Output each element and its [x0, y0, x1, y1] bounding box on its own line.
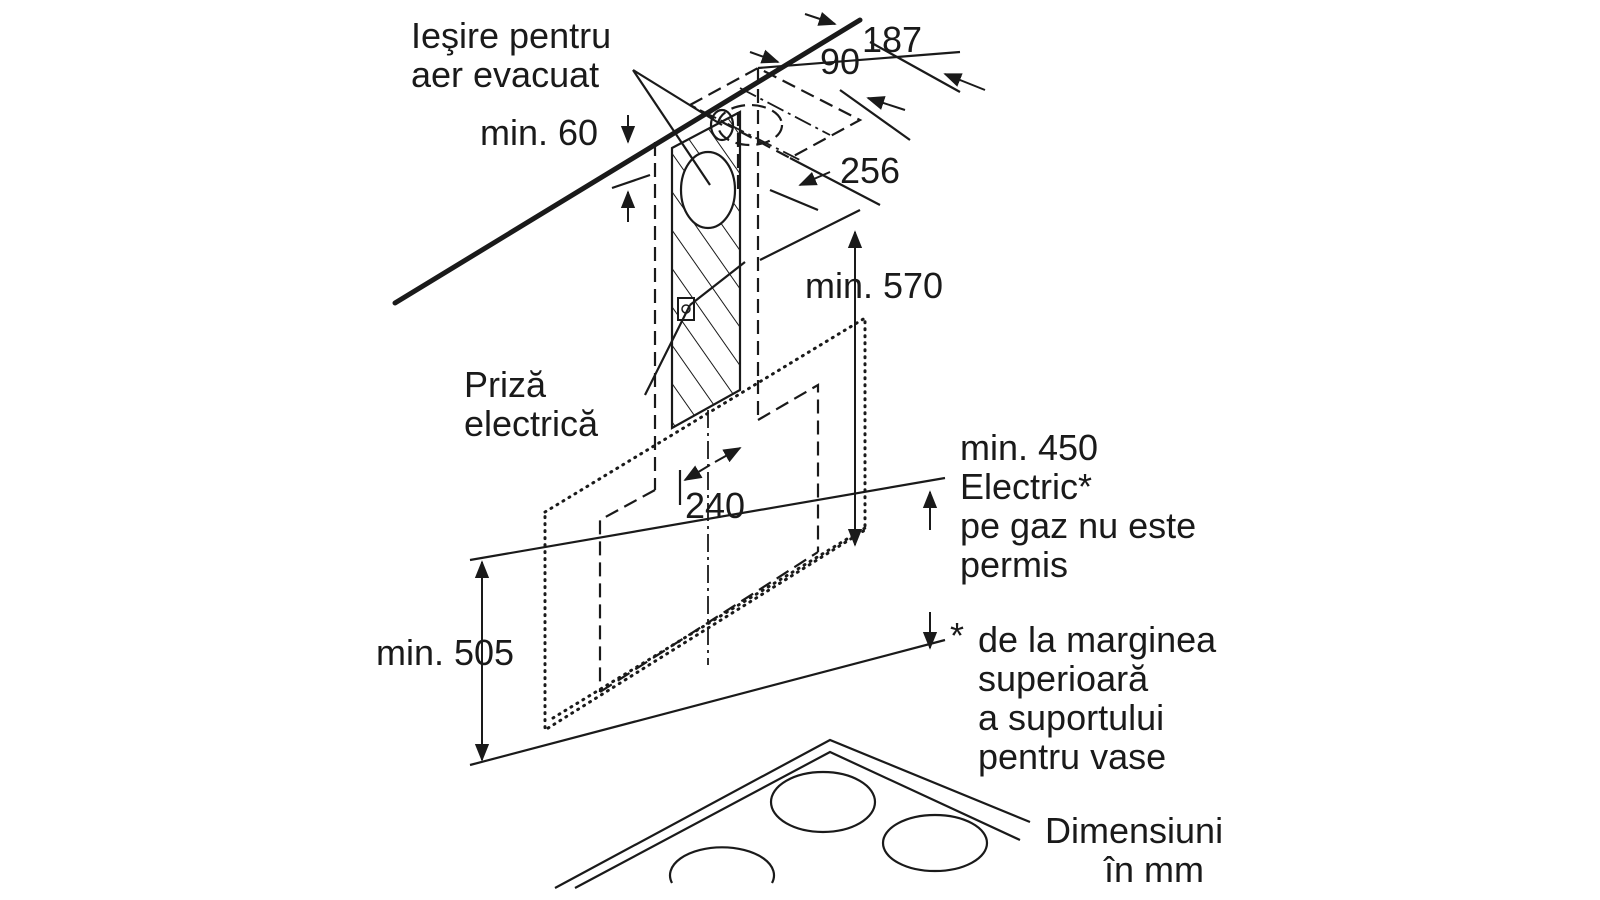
dimension-lines — [474, 12, 986, 762]
electric-label-line2: Electric* — [960, 466, 1092, 507]
hood-outline — [469, 315, 946, 767]
cooktop — [554, 738, 1031, 889]
dim-187-label: 187 — [862, 19, 922, 60]
dim-min60-label: min. 60 — [480, 112, 598, 153]
leader-lines — [632, 69, 746, 396]
footnote-line3: a suportului — [978, 697, 1164, 738]
dim-90-label: 90 — [820, 41, 860, 82]
exhaust-outlet-label-line2: aer evacuat — [411, 54, 599, 95]
footnote-line1: de la marginea — [978, 619, 1217, 660]
units-label-line2: în mm — [1103, 849, 1204, 890]
footnote-line2: superioară — [978, 658, 1149, 699]
dim-240-label: 240 — [685, 485, 745, 526]
burner-icon — [881, 813, 989, 873]
socket-label-line1: Priză — [464, 364, 547, 405]
footnote-line4: pentru vase — [978, 736, 1166, 777]
electric-label-line4: permis — [960, 544, 1068, 585]
socket-icon — [677, 297, 695, 321]
installation-zone — [670, 108, 742, 430]
footnote-star: * — [950, 615, 964, 656]
exhaust-outlet-circle — [679, 150, 737, 230]
dim-min570-label: min. 570 — [805, 265, 943, 306]
socket-label-line2: electrică — [464, 403, 599, 444]
electric-label-line3: pe gaz nu este — [960, 505, 1196, 546]
burner-icon — [769, 770, 877, 834]
dim-256-label: 256 — [840, 150, 900, 191]
dim-min505-label: min. 505 — [376, 632, 514, 673]
ceiling-line — [392, 17, 863, 306]
labels: Ieşire pentru aer evacuat 187 90 min. 60… — [376, 15, 1223, 890]
electric-label-line1: min. 450 — [960, 427, 1098, 468]
units-label-line1: Dimensiuni — [1045, 810, 1223, 851]
exhaust-outlet-label-line1: Ieşire pentru — [411, 15, 611, 56]
